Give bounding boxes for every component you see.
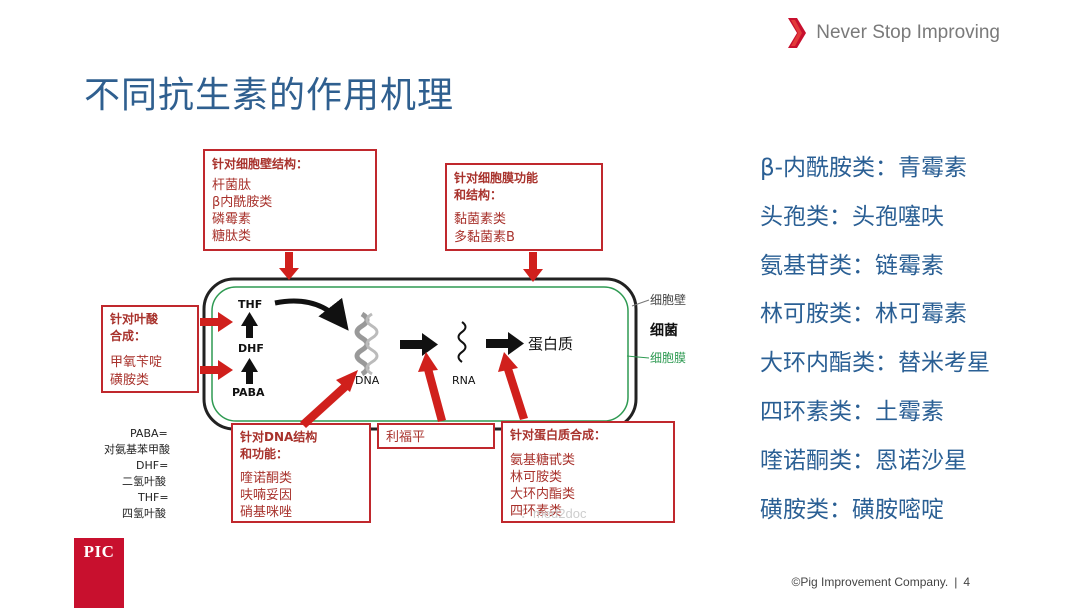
cell-wall-item: 磷霉素 <box>212 212 251 227</box>
mechanism-item: 氨基苷类链霉素 <box>760 246 1060 295</box>
page-number: 4 <box>963 575 970 589</box>
rna-strand <box>457 321 467 363</box>
protein-item: 大环内酯类 <box>510 486 575 502</box>
cell-wall-box <box>203 149 377 251</box>
folate-item: 磺胺类 <box>110 373 149 388</box>
legend-line: 四氢叶酸 <box>122 506 166 520</box>
copyright: ©Pig Improvement Company. <box>791 575 949 589</box>
mechanism-item: 喹诺酮类恩诺沙星 <box>760 441 1060 490</box>
membrane-item: 多黏菌素B <box>454 229 515 245</box>
folate-heading: 针对叶酸 <box>110 311 159 326</box>
membrane-heading: 针对细胞膜功能 <box>454 170 538 185</box>
mechanism-item: β-内酰胺类青霉素 <box>760 148 1060 197</box>
dna-heading: 和功能： <box>239 446 288 461</box>
protein-label: 蛋白质 <box>528 335 573 353</box>
brand: Never Stop Improving <box>788 18 1000 48</box>
legend-line: 二氢叶酸 <box>122 474 166 488</box>
protein-item: 氨基糖甙类 <box>510 452 575 468</box>
legend-line: 对氨基苯甲酸 <box>104 442 170 456</box>
arrow-folate-top <box>200 312 233 332</box>
legend-line: PABA= <box>130 427 168 440</box>
membrane-item: 黏菌素类 <box>454 211 506 227</box>
arrow-cell-wall <box>279 252 299 280</box>
logo-text: PIC <box>83 542 115 561</box>
wall-pointer <box>631 299 650 307</box>
folate-box <box>101 305 199 393</box>
page-title: 不同抗生素的作用机理 <box>84 75 455 116</box>
membrane-pointer <box>626 355 650 359</box>
protein-box <box>501 421 675 523</box>
cell-membrane <box>211 286 629 422</box>
arrow-rna-protein <box>486 332 524 355</box>
arrow-dna-target <box>300 370 358 428</box>
dna-item: 呋喃妥因 <box>240 488 292 503</box>
mechanism-item: 林可胺类林可霉素 <box>760 294 1060 343</box>
dna-strand <box>354 311 379 377</box>
protein-heading: 针对蛋白质合成： <box>510 427 606 442</box>
arrow-membrane <box>523 252 543 282</box>
cell-wall-heading: 针对细胞壁结构： <box>212 156 308 171</box>
rna-label: RNA <box>452 374 476 387</box>
wall-label: 细胞壁 <box>650 292 686 307</box>
pic-logo: PIC <box>74 538 124 608</box>
rifampin-box <box>377 423 495 449</box>
legend-line: THF= <box>137 491 169 504</box>
dna-box <box>231 423 371 523</box>
cell-wall-item: β内酰胺类 <box>212 194 272 210</box>
folate-item: 甲氧苄啶 <box>110 355 162 370</box>
paba-label: PABA <box>232 386 265 399</box>
dna-item: 硝基咪唑 <box>240 504 292 520</box>
footer: ©Pig Improvement Company. | 4 <box>792 575 971 589</box>
cell-wall-item: 杆菌肽 <box>212 178 251 193</box>
dna-label: DNA <box>355 374 380 387</box>
arrow-folate-bottom <box>200 360 233 380</box>
mechanism-list: β-内酰胺类青霉素 头孢类头孢噻呋 氨基苷类链霉素 林可胺类林可霉素 大环内酯类… <box>760 148 1060 538</box>
mechanism-item: 头孢类头孢噻呋 <box>760 197 1060 246</box>
legend-line: DHF= <box>136 459 168 472</box>
protein-item: 林可胺类 <box>510 470 562 485</box>
dna-heading: 针对DNA结构 <box>240 429 317 444</box>
bacteria-label: 细菌 <box>650 322 678 339</box>
dna-item: 喹诺酮类 <box>240 471 292 486</box>
brand-chevron-icon <box>788 18 807 48</box>
mechanism-item: 四环素类土霉素 <box>760 392 1060 441</box>
mechanism-item: 大环内酯类替米考星 <box>760 343 1060 392</box>
arrow-paba-dhf <box>241 358 258 384</box>
tagline: Never Stop Improving <box>816 22 1000 43</box>
membrane-label: 细胞膜 <box>650 351 686 365</box>
membrane-box <box>445 163 603 251</box>
arrow-thf-dna <box>274 297 349 331</box>
cell-wall-item: 糖肽类 <box>212 228 251 244</box>
mechanism-diagram: 针对细胞壁结构： 杆菌肽 β内酰胺类 磷霉素 糖肽类 针对细胞膜功能 和结构： … <box>101 149 686 523</box>
arrow-dhf-thf <box>241 312 258 338</box>
thf-label: THF <box>238 298 262 311</box>
membrane-heading: 和结构： <box>453 187 502 202</box>
arrow-dna-rna <box>400 333 438 356</box>
footer-separator: | <box>954 575 958 589</box>
dhf-label: DHF <box>238 342 264 355</box>
rifampin-label: 利福平 <box>386 430 425 445</box>
watermark: ：med2doc <box>520 506 587 521</box>
arrow-rifampin-target <box>418 352 446 422</box>
cell-wall <box>202 277 638 431</box>
folate-heading: 合成： <box>110 328 146 343</box>
mechanism-item: 磺胺类磺胺嘧啶 <box>760 490 1060 539</box>
arrow-protein-target <box>498 352 528 420</box>
protein-item: 四环素类 <box>510 504 562 519</box>
